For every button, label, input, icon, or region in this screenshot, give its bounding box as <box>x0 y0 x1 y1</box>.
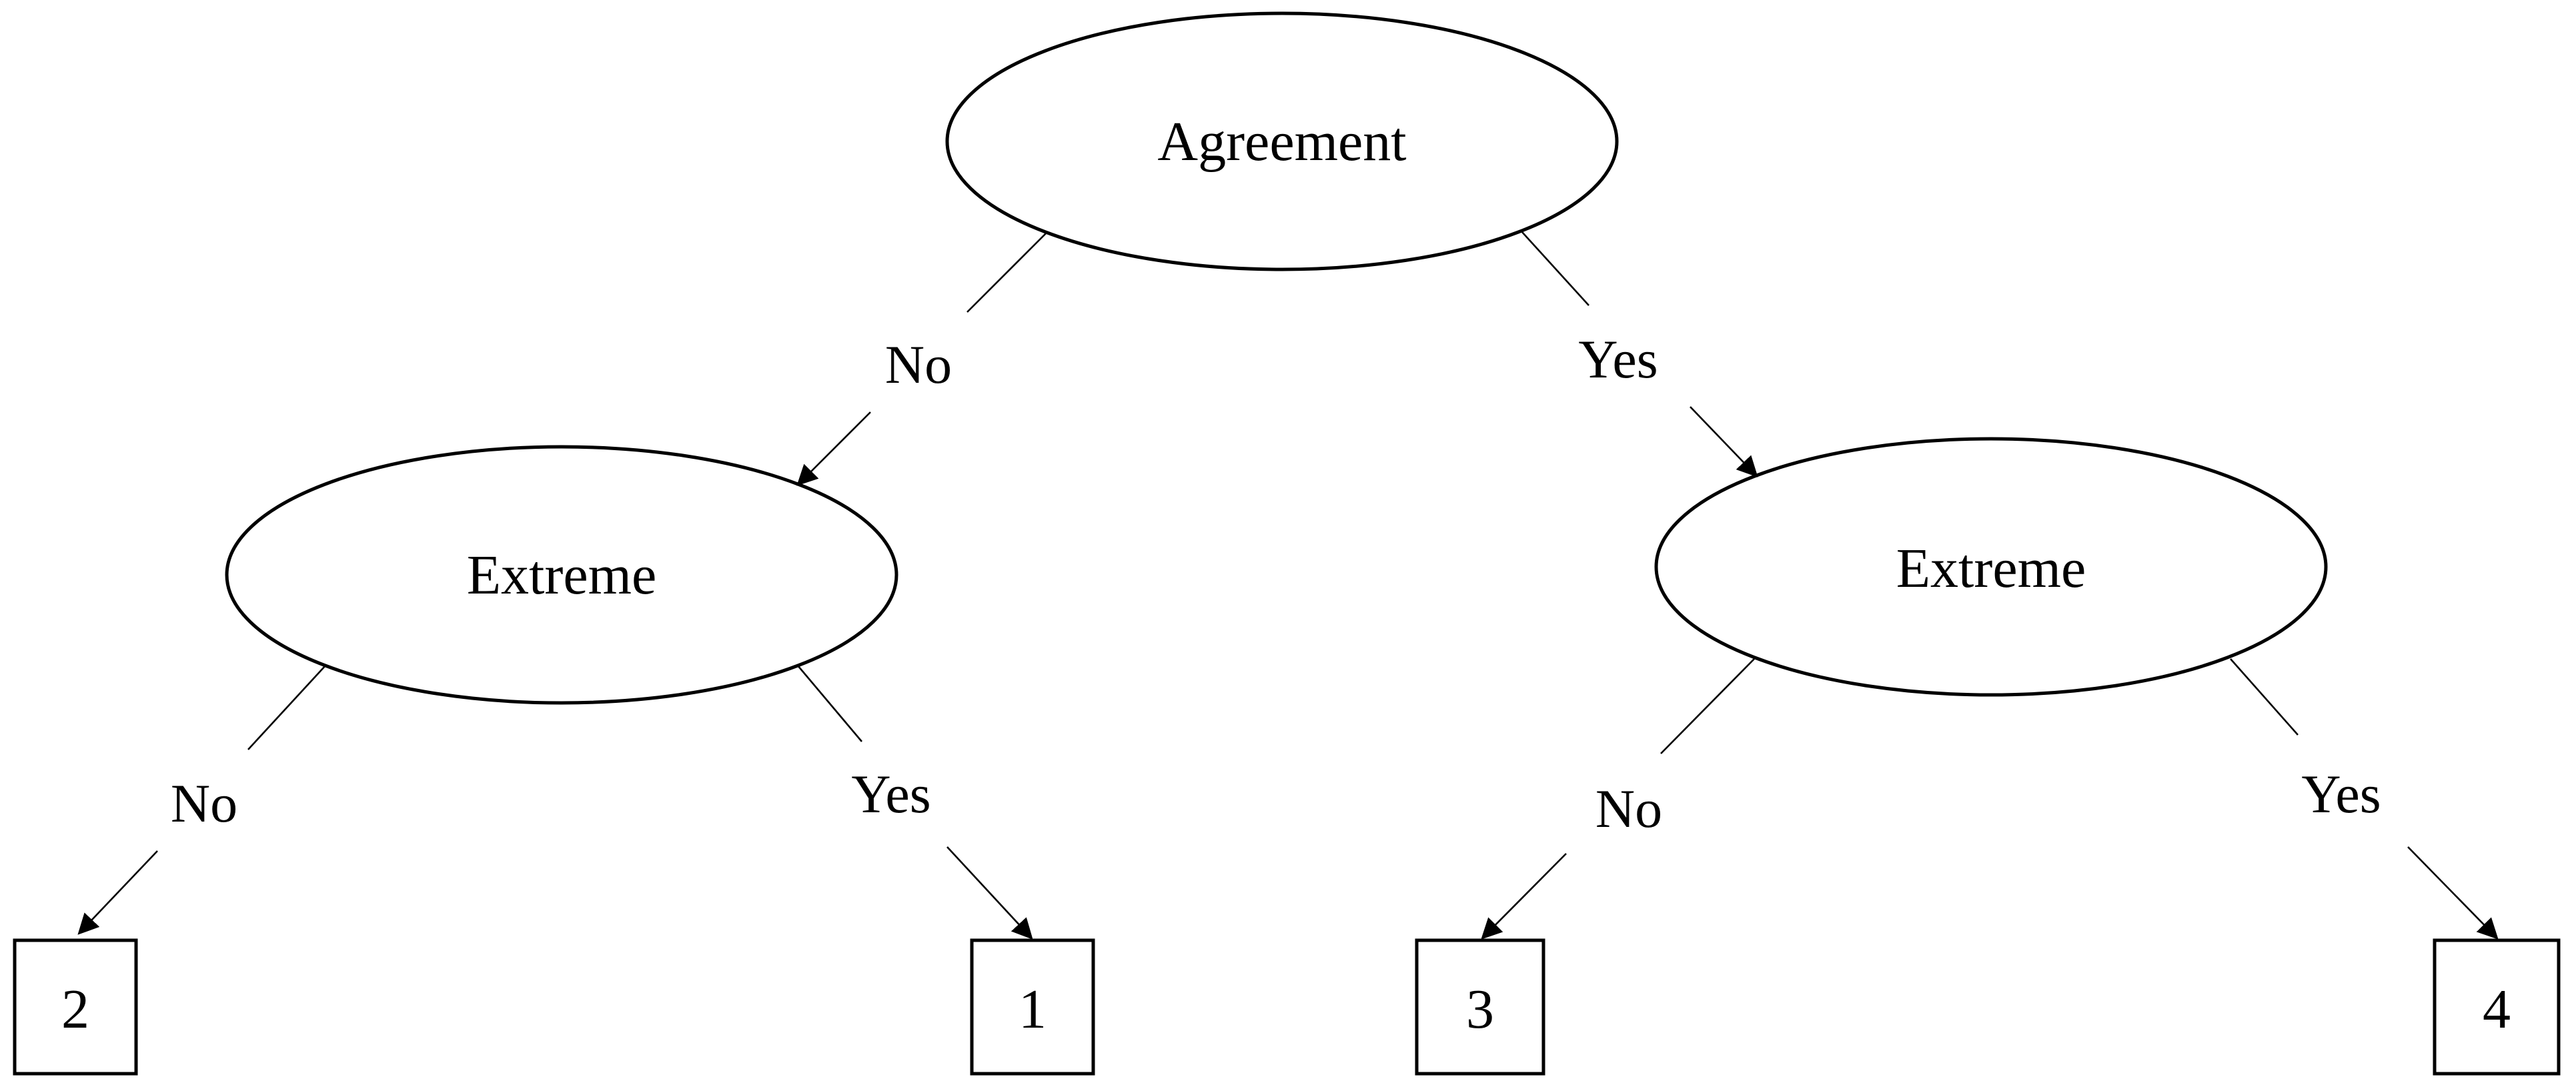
leaf-box-4: 4 <box>2433 938 2561 1076</box>
leaf-box-1-rect <box>13 938 138 1076</box>
edge-left-right-lower <box>946 846 1033 940</box>
right-node: Extreme <box>1654 437 2328 697</box>
edge-root-left-lower <box>796 411 871 486</box>
edge-left-right-upper <box>797 665 862 742</box>
edge-right-right-lower <box>2407 846 2499 940</box>
edge-right-right-upper <box>2230 658 2299 736</box>
edge-root-right-lower <box>1690 406 1758 477</box>
left-node-ellipse <box>225 445 898 705</box>
edge-left-left-upper <box>247 665 326 750</box>
edge-right-left-lower <box>1481 853 1567 940</box>
leaf-box-2: 1 <box>970 938 1095 1076</box>
root-node: Agreement <box>945 11 1619 271</box>
edge-label-root-left: No <box>885 334 952 395</box>
left-node-label: Extreme <box>467 544 657 606</box>
edge-right-left-upper <box>1660 658 1755 754</box>
left-node: Extreme <box>225 445 898 705</box>
root-node-label: Agreement <box>1157 111 1406 173</box>
edge-label-root-right: Yes <box>1578 329 1658 389</box>
edge-left-left-lower <box>77 850 158 935</box>
leaf-box-1-label: 2 <box>61 978 89 1040</box>
edge-root-right-upper <box>1521 231 1589 306</box>
leaf-box-3-rect <box>1415 938 1545 1076</box>
right-node-label: Extreme <box>1896 537 2086 600</box>
leaf-box-4-rect <box>2433 938 2561 1076</box>
leaf-box-2-rect <box>970 938 1095 1076</box>
leaf-box-2-label: 1 <box>1019 978 1047 1040</box>
edge-label-right-right: Yes <box>2301 764 2381 824</box>
edge-label-left-left: No <box>171 773 237 834</box>
leaf-box-1: 2 <box>13 938 138 1076</box>
edge-label-right-left: No <box>1595 778 1662 839</box>
leaf-box-3: 3 <box>1415 938 1545 1076</box>
edge-root-left-upper <box>967 231 1048 313</box>
leaf-box-3-label: 3 <box>1466 978 1494 1040</box>
root-node-ellipse <box>945 11 1619 271</box>
leaf-box-4-label: 4 <box>2483 978 2511 1040</box>
edge-label-left-right: Yes <box>851 764 930 824</box>
right-node-ellipse <box>1654 437 2328 697</box>
